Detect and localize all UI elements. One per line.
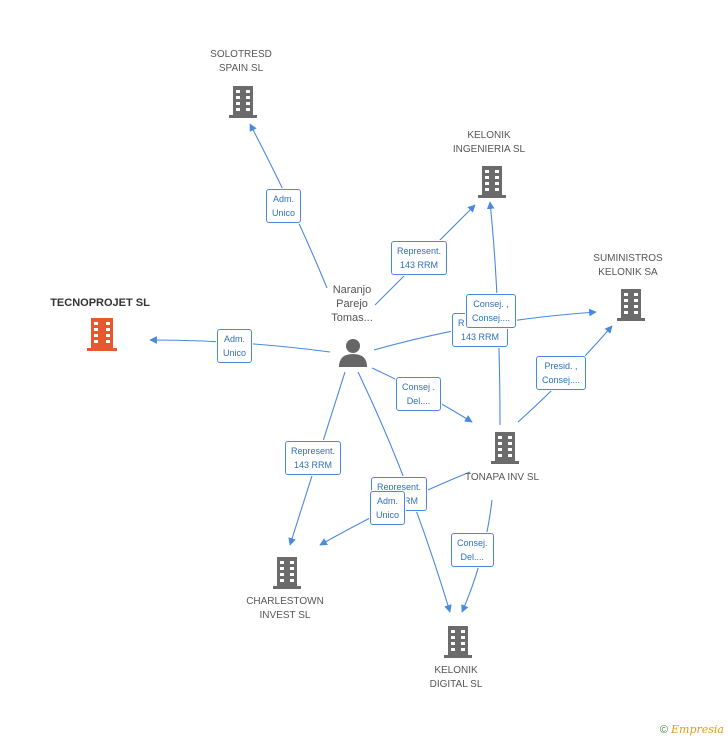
edge-label-represent-charlestown[interactable]: Represent. 143 RRM (285, 441, 342, 475)
person-icon[interactable] (337, 336, 369, 368)
building-icon[interactable] (443, 624, 473, 658)
building-icon[interactable] (616, 287, 646, 321)
edge-label-presid-consej[interactable]: Presid. , Consej.... (536, 356, 587, 390)
footer-brand[interactable]: © Empresia (660, 723, 724, 736)
edge-label-adm-unico-tecnoprojet[interactable]: Adm. Unico (217, 329, 253, 363)
company-label-tecnoprojet[interactable]: TECNOPROJET SL (50, 297, 150, 309)
company-label-kelonik-ingenieria[interactable]: KELONIK INGENIERIA SL (452, 130, 526, 155)
company-label-kelonik-digital[interactable]: KELONIK DIGITAL SL (429, 665, 483, 690)
brand-initial: E (671, 723, 680, 736)
building-icon[interactable] (272, 555, 302, 589)
copyright-symbol: © (659, 724, 668, 736)
company-label-suministros[interactable]: SUMINISTROS KELONIK SA (593, 253, 663, 278)
edge-label-adm-unico-charlestown[interactable]: Adm. Unico (370, 491, 406, 525)
edge-label-consej-suministros[interactable]: Consej. , Consej.... (466, 294, 517, 328)
building-icon[interactable] (477, 164, 507, 198)
building-icon[interactable] (228, 84, 258, 118)
company-label-tonapa[interactable]: TONAPA INV SL (464, 472, 540, 483)
building-icon-focus[interactable] (86, 316, 118, 352)
company-label-solotresd[interactable]: SOLOTRESD SPAIN SL (210, 49, 272, 74)
edge-label-represent-kelonik-ingenieria[interactable]: Represent. 143 RRM (391, 241, 448, 275)
edge-label-adm-unico-solotresd[interactable]: Adm. Unico (266, 189, 302, 223)
building-icon[interactable] (490, 430, 520, 464)
company-label-charlestown[interactable]: CHARLESTOWN INVEST SL (246, 596, 324, 621)
brand-name: mpresia (679, 723, 724, 736)
edge-label-consej-del-digital[interactable]: Consej. Del.... (451, 533, 494, 567)
edge-label-consej-del-tonapa[interactable]: Consej . Del.... (396, 377, 442, 411)
person-name[interactable]: Naranjo Parejo Tomas... (331, 284, 373, 324)
